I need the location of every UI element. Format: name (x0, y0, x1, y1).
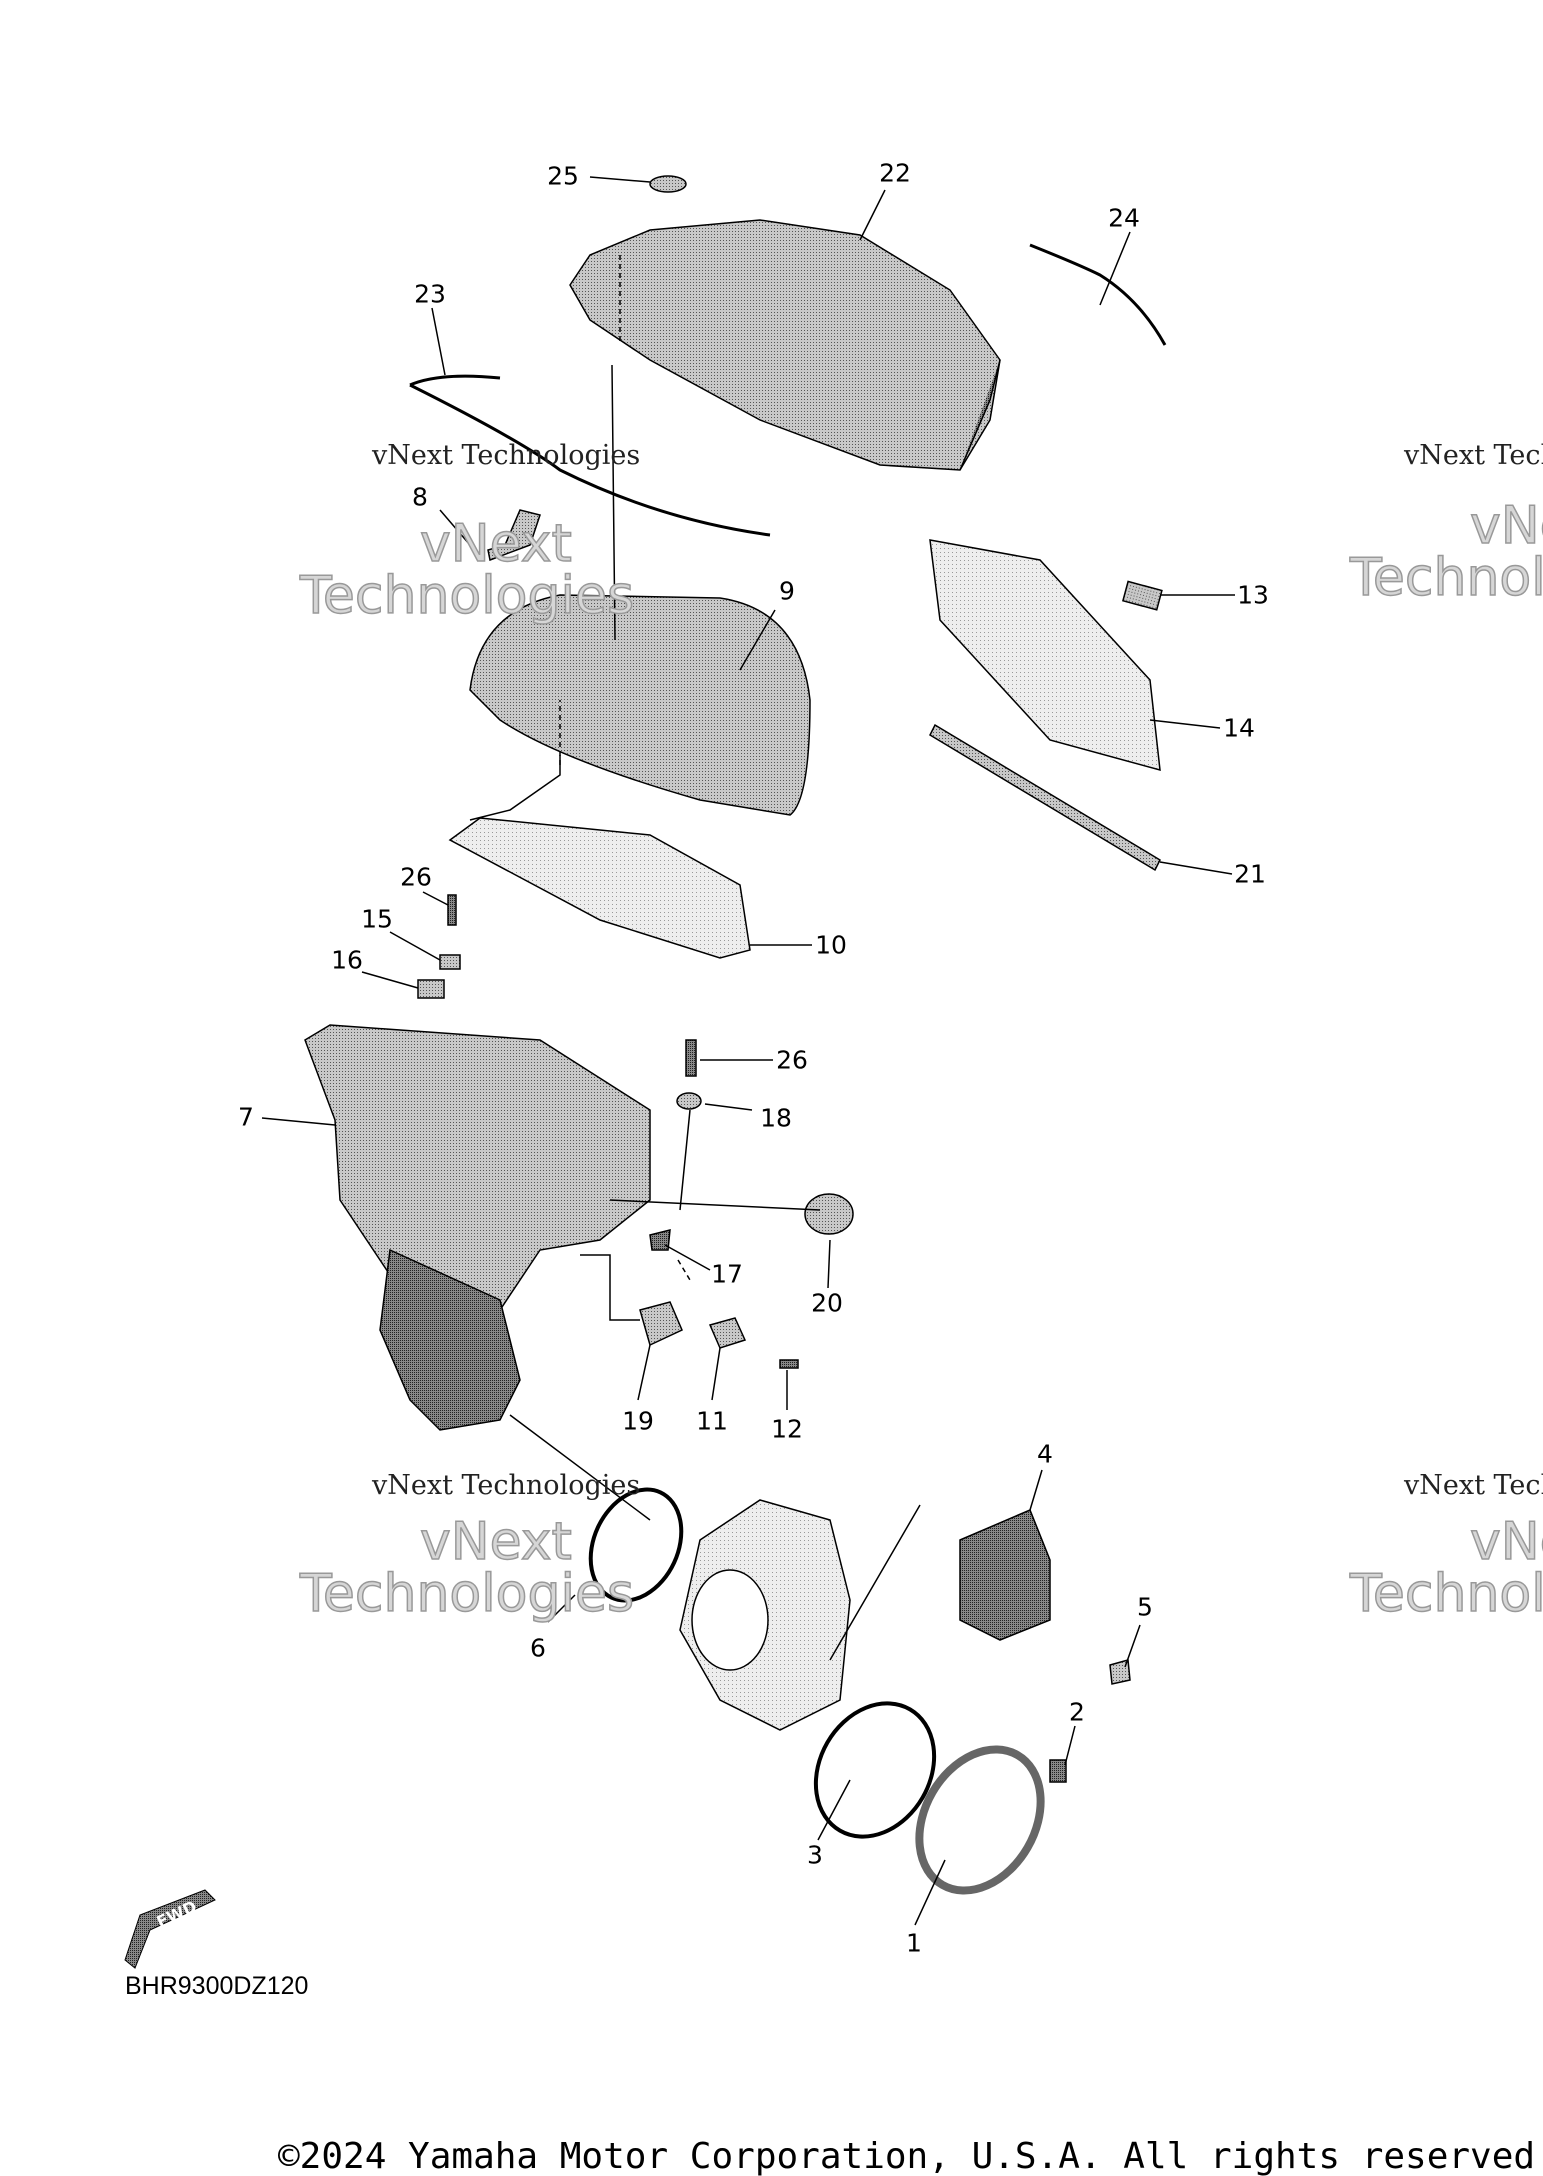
part-18 (676, 1092, 702, 1110)
callout-16: 16 (331, 945, 363, 975)
callout-4: 4 (1037, 1439, 1053, 1469)
fwd-arrow-icon: FWD (124, 1889, 216, 1969)
callout-7: 7 (238, 1102, 254, 1132)
part-7-airbox (304, 1024, 651, 1331)
callout-20: 20 (811, 1288, 843, 1318)
part-11 (708, 1317, 747, 1349)
part-15 (439, 954, 461, 970)
callout-13: 13 (1237, 580, 1269, 610)
callout-2: 2 (1069, 1697, 1085, 1727)
part-9-filter-cover (469, 594, 811, 816)
callout-14: 14 (1223, 713, 1255, 743)
part-12 (779, 1359, 799, 1369)
part-26b (685, 1039, 697, 1077)
callout-8: 8 (412, 482, 428, 512)
callout-6: 6 (530, 1633, 546, 1663)
part-24-hose (1029, 243, 1167, 346)
callout-18: 18 (760, 1103, 792, 1133)
callout-21: 21 (1234, 859, 1266, 889)
watermark-text: vNext Technologies (372, 440, 641, 471)
part-17 (649, 1229, 671, 1251)
part-16 (417, 979, 445, 999)
part-19 (639, 1301, 683, 1347)
callout-3: 3 (807, 1840, 823, 1870)
watermark-text: vNext Technologies (1404, 440, 1543, 471)
watermark-text: vNext Technologies (1404, 1470, 1543, 1501)
callout-19: 19 (622, 1406, 654, 1436)
part-10-filter (448, 817, 751, 959)
callout-1: 1 (906, 1928, 922, 1958)
part-2 (1049, 1759, 1067, 1783)
part-6-clamp (588, 1487, 684, 1603)
copyright-notice: ©2024 Yamaha Motor Corporation, U.S.A. A… (278, 2136, 1536, 2176)
part-13 (1122, 580, 1163, 611)
part-26a (447, 894, 457, 926)
part-23-hose (409, 374, 771, 537)
part-3-clamp (813, 1701, 937, 1839)
callout-12: 12 (771, 1414, 803, 1444)
part-25 (649, 175, 687, 193)
callout-5: 5 (1137, 1592, 1153, 1622)
callout-9: 9 (779, 576, 795, 606)
part-20 (804, 1193, 854, 1235)
part-22-cover (569, 219, 1001, 471)
callout-24: 24 (1108, 203, 1140, 233)
callout-10: 10 (815, 930, 847, 960)
callout-11: 11 (696, 1406, 728, 1436)
part-7-intake (379, 1248, 521, 1431)
leader-lines (261, 176, 1235, 1926)
callout-23: 23 (414, 279, 446, 309)
callout-25: 25 (547, 161, 579, 191)
callout-26: 26 (400, 862, 432, 892)
watermark-text: vNext Technologies (372, 1470, 641, 1501)
drawing-code: BHR9300DZ120 (125, 1972, 309, 2000)
callout-15: 15 (361, 904, 393, 934)
part-14-bracket (929, 539, 1161, 772)
part-4 (959, 1509, 1051, 1641)
part-8 (487, 509, 541, 562)
part-1-boot (915, 1745, 1045, 1895)
callout-22: 22 (879, 158, 911, 188)
callout-26: 26 (776, 1045, 808, 1075)
part-21-seal (929, 723, 1161, 872)
callout-17: 17 (711, 1259, 743, 1289)
